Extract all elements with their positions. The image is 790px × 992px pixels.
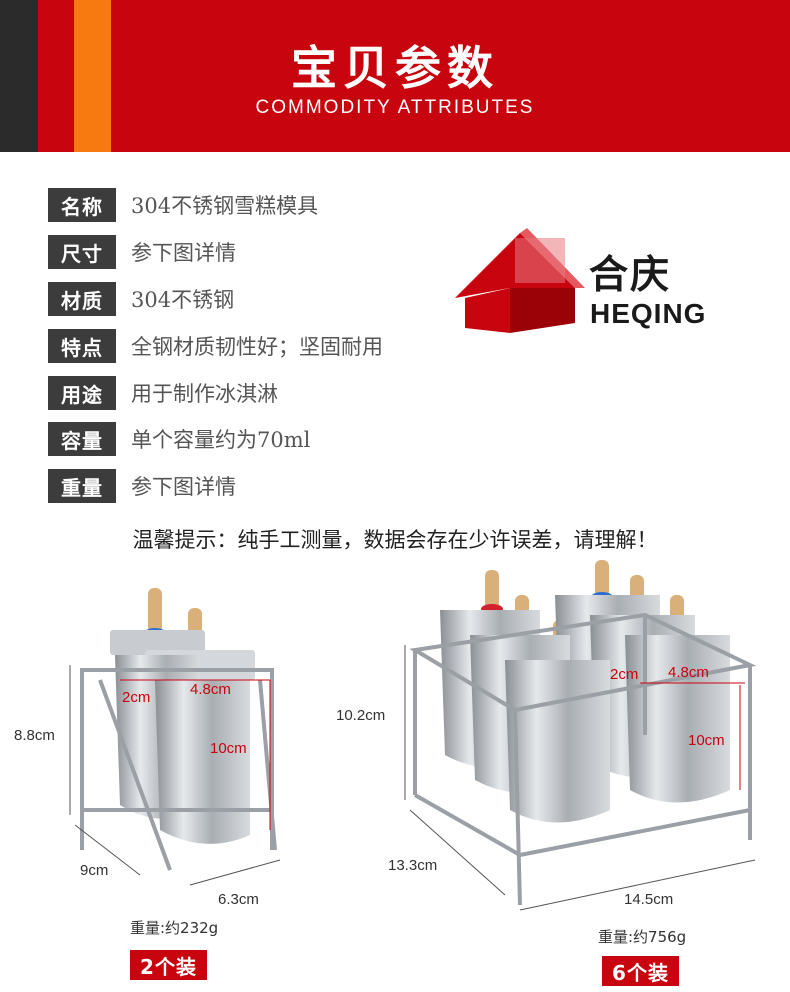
attr-row-weight: 重量 参下图详情 bbox=[48, 469, 236, 503]
attr-value: 全钢材质韧性好；坚固耐用 bbox=[131, 335, 383, 359]
attr-row-name: 名称 304不锈钢雪糕模具 bbox=[48, 188, 318, 222]
brand-logo: 合庆 HEQING bbox=[455, 228, 730, 338]
attr-value: 304不锈钢雪糕模具 bbox=[131, 194, 319, 218]
attr-value: 304不锈钢 bbox=[131, 288, 235, 312]
logo-english-text: HEQING bbox=[590, 298, 707, 329]
dim-depth-top: 2cm bbox=[610, 666, 639, 683]
house-roof-icon bbox=[455, 228, 585, 333]
page-subtitle: COMMODITY ATTRIBUTES bbox=[255, 97, 535, 118]
attr-value: 参下图详情 bbox=[131, 475, 236, 499]
attr-label: 特点 bbox=[48, 329, 116, 363]
logo-chinese-text: 合庆 bbox=[589, 253, 672, 298]
dim-height-mold: 10cm bbox=[688, 732, 725, 749]
attr-label: 容量 bbox=[48, 422, 116, 456]
attr-value: 用于制作冰淇淋 bbox=[131, 382, 278, 406]
weight-label: 重量:约232g bbox=[130, 919, 219, 937]
weight-label: 重量:约756g bbox=[598, 928, 687, 946]
dim-width: 6.3cm bbox=[218, 891, 259, 908]
six-pack-mold-image bbox=[404, 560, 757, 911]
banner-stripe-dark bbox=[0, 0, 38, 152]
pack-badge: 6个装 bbox=[602, 956, 679, 986]
attr-row-feature: 特点 全钢材质韧性好；坚固耐用 bbox=[48, 329, 383, 363]
page-title: 宝贝参数 bbox=[291, 41, 499, 95]
dim-depth: 13.3cm bbox=[388, 857, 438, 874]
attr-label: 名称 bbox=[48, 188, 116, 222]
dim-height-total: 8.8cm bbox=[14, 727, 55, 744]
attr-label: 用途 bbox=[48, 376, 116, 410]
attr-row-usage: 用途 用于制作冰淇淋 bbox=[48, 376, 278, 410]
dim-depth-top: 2cm bbox=[122, 689, 151, 706]
attr-label: 材质 bbox=[48, 282, 116, 316]
attr-value: 单个容量约为70ml bbox=[131, 428, 311, 452]
attr-row-material: 材质 304不锈钢 bbox=[48, 282, 234, 316]
pack-badge: 2个装 bbox=[130, 950, 207, 980]
dim-width: 14.5cm bbox=[624, 891, 674, 908]
attr-value: 参下图详情 bbox=[131, 241, 236, 265]
attr-row-size: 尺寸 参下图详情 bbox=[48, 235, 236, 269]
dim-height-total: 10.2cm bbox=[336, 707, 386, 724]
banner-stripe-red bbox=[38, 0, 74, 152]
banner-stripe-orange bbox=[74, 0, 111, 152]
dim-depth: 9cm bbox=[80, 862, 109, 879]
dim-width-top: 4.8cm bbox=[668, 664, 709, 681]
attr-row-capacity: 容量 单个容量约为70ml bbox=[48, 422, 310, 456]
measurement-tip: 温馨提示：纯手工测量，数据会存在少许误差，请理解！ bbox=[132, 528, 658, 552]
dim-width-top: 4.8cm bbox=[190, 681, 231, 698]
attr-label: 尺寸 bbox=[48, 235, 116, 269]
two-pack-mold-image bbox=[69, 588, 281, 886]
dim-height-mold: 10cm bbox=[210, 740, 247, 757]
attr-label: 重量 bbox=[48, 469, 116, 503]
header-banner: 宝贝参数 COMMODITY ATTRIBUTES bbox=[0, 0, 790, 152]
